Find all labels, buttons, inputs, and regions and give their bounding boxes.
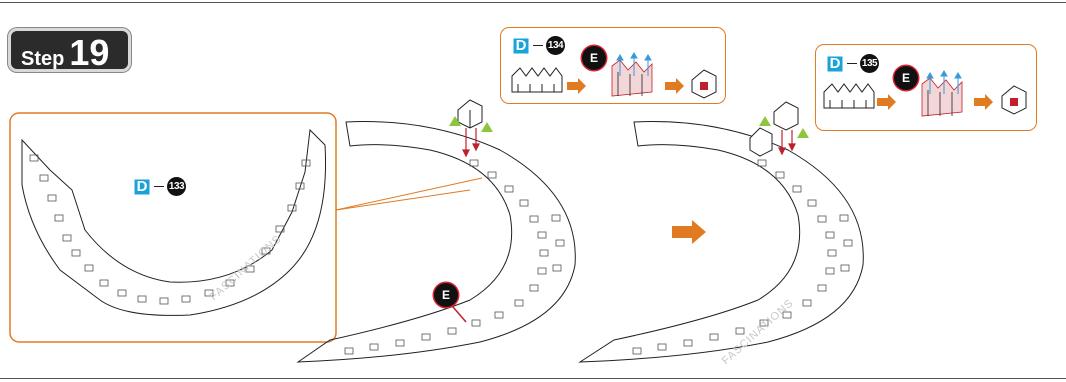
right-crescent-base (578, 121, 864, 363)
part-letter: D (826, 54, 844, 73)
right-window-marks (632, 159, 853, 355)
part-tag-133: D 133 (133, 177, 186, 196)
part-number: 133 (167, 177, 186, 196)
green-triangle-marker (481, 122, 493, 132)
tag-dash (847, 62, 857, 65)
step-badge: Step 19 (8, 28, 131, 73)
part-letter: D (512, 36, 530, 55)
step-letter-badge: E (582, 46, 606, 70)
next-step-arrow (672, 220, 706, 244)
middle-crescent-base (296, 121, 576, 363)
callout-connector-upper (335, 177, 483, 211)
detail-window-marks (29, 154, 311, 305)
placement-arrows (462, 128, 480, 158)
step-letter-badge: E (894, 66, 918, 90)
tag-dash (154, 185, 164, 188)
bottom-rule (0, 378, 1066, 379)
step-number: 19 (69, 32, 110, 73)
green-triangle-marker (797, 128, 809, 138)
part-number: 134 (546, 36, 565, 55)
callout-connector-lower (335, 189, 471, 211)
part-number: 135 (860, 54, 879, 73)
part-tag-135: D 135 (826, 54, 879, 73)
step-label: Step (21, 48, 65, 70)
detail-crescent-part (21, 128, 327, 316)
house-icon (749, 101, 799, 157)
tag-dash (533, 44, 543, 47)
top-rule (0, 2, 1066, 3)
house-icon (457, 99, 483, 129)
green-triangle-marker (759, 116, 771, 126)
green-triangle-marker (449, 116, 461, 126)
middle-window-marks (344, 159, 565, 355)
part-tag-134: D 134 (512, 36, 565, 55)
placement-arrows (778, 130, 796, 156)
detail-callout-frame (9, 112, 337, 343)
attach-marker: E (434, 283, 458, 307)
part-letter: D (133, 177, 151, 196)
